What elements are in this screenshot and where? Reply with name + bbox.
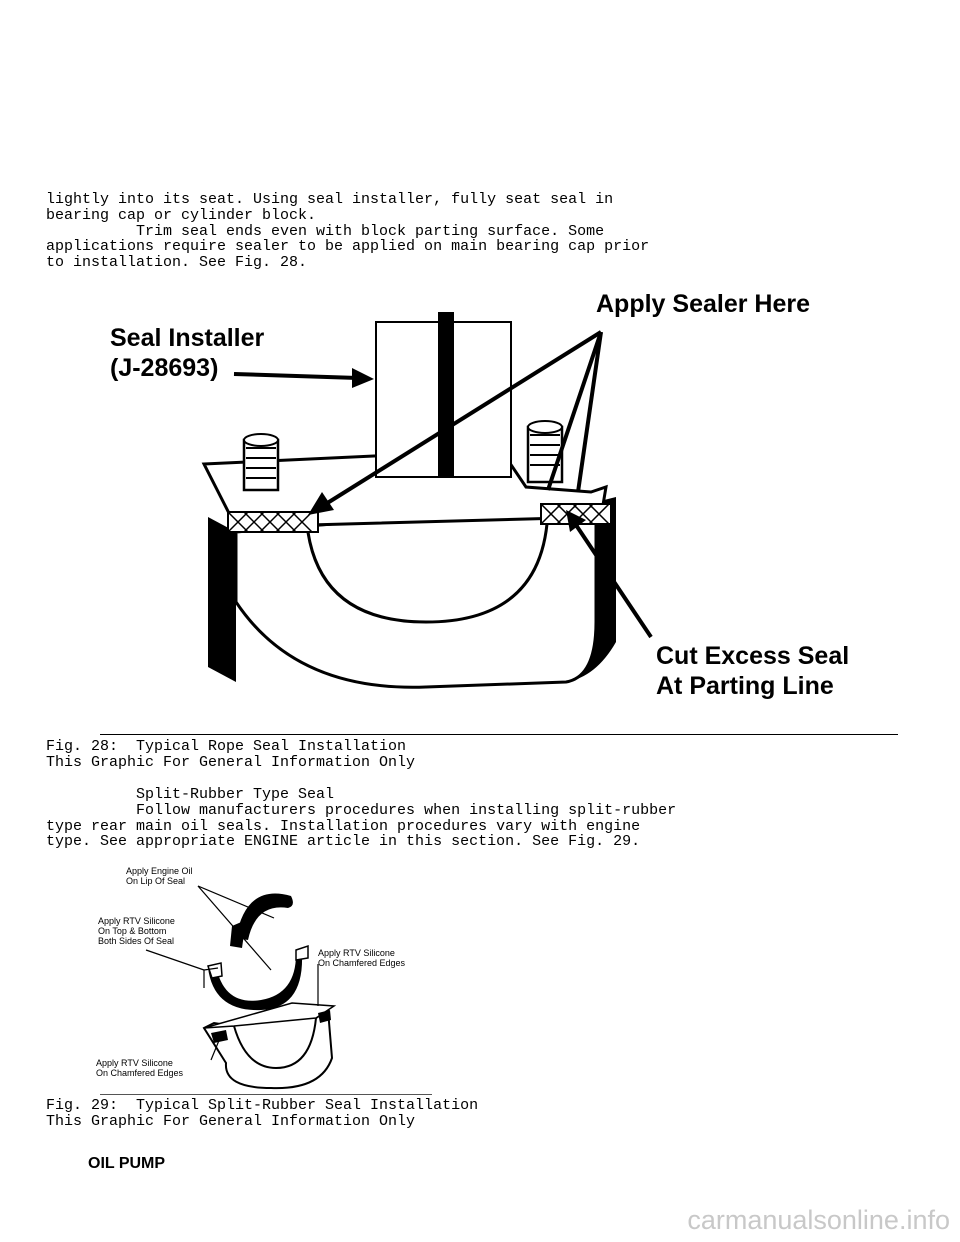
left-bolt xyxy=(242,433,280,492)
label-seal-installer: Seal Installer xyxy=(110,324,265,352)
figure-28-caption: Fig. 28: Typical Rope Seal Installation … xyxy=(46,738,416,771)
seal-lip xyxy=(230,920,246,948)
label-on-lip-of-seal: On Lip Of Seal xyxy=(126,876,185,886)
label-seal-installer-part: (J-28693) xyxy=(110,354,218,382)
label-on-chamfered-edges: On Chamfered Edges xyxy=(318,958,406,968)
lower-seal-tabs xyxy=(207,944,309,979)
label-on-chamfered-edges-cap: On Chamfered Edges xyxy=(96,1068,184,1078)
figure-29-caption: Fig. 29: Typical Split-Rubber Seal Insta… xyxy=(46,1097,479,1130)
rope-seal-left-hatch xyxy=(227,511,313,533)
seal-installer-rod xyxy=(438,312,454,477)
label-apply-rtv-chamfered: Apply RTV Silicone xyxy=(318,948,395,958)
figure-28-rule xyxy=(100,734,898,735)
label-apply-rtv-top-bottom: Apply RTV Silicone xyxy=(98,916,175,926)
bearing-cap-right-shadow xyxy=(566,497,616,682)
body-paragraph-rope-seal: lightly into its seat. Using seal instal… xyxy=(46,191,650,272)
right-bolt xyxy=(526,420,564,484)
label-both-sides-of-seal: Both Sides Of Seal xyxy=(98,936,174,946)
label-apply-sealer: Apply Sealer Here xyxy=(596,290,810,318)
figure-29-split-rubber-seal: Apply Engine Oil On Lip Of Seal Apply RT… xyxy=(96,866,406,1090)
cap-chamfers xyxy=(211,1010,331,1043)
label-apply-engine-oil: Apply Engine Oil xyxy=(126,866,193,876)
label-on-top-bottom: On Top & Bottom xyxy=(98,926,166,936)
fig29-leaders xyxy=(145,885,319,1061)
body-paragraph-split-rubber: Split-Rubber Type Seal Follow manufactur… xyxy=(46,786,677,851)
watermark: carmanualsonline.info xyxy=(687,1205,950,1235)
arrows xyxy=(233,330,653,639)
lower-seal-half xyxy=(208,954,303,1011)
seal-groove xyxy=(304,506,550,624)
label-apply-rtv-cap: Apply RTV Silicone xyxy=(96,1058,173,1068)
label-cut-excess-seal: Cut Excess Seal xyxy=(656,642,849,670)
bearing-cap-top xyxy=(203,1002,337,1029)
section-heading-oil-pump: OIL PUMP xyxy=(88,1155,166,1172)
bearing-cap-body xyxy=(234,500,598,689)
figure-29-rule xyxy=(100,1094,432,1095)
label-at-parting-line: At Parting Line xyxy=(656,672,834,700)
figure-28-rope-seal: Seal Installer (J-28693) Apply Sealer He… xyxy=(110,290,849,700)
upper-seal-half xyxy=(236,893,293,940)
bearing-cap-shadow xyxy=(208,517,236,682)
rope-seal-left xyxy=(227,511,319,533)
